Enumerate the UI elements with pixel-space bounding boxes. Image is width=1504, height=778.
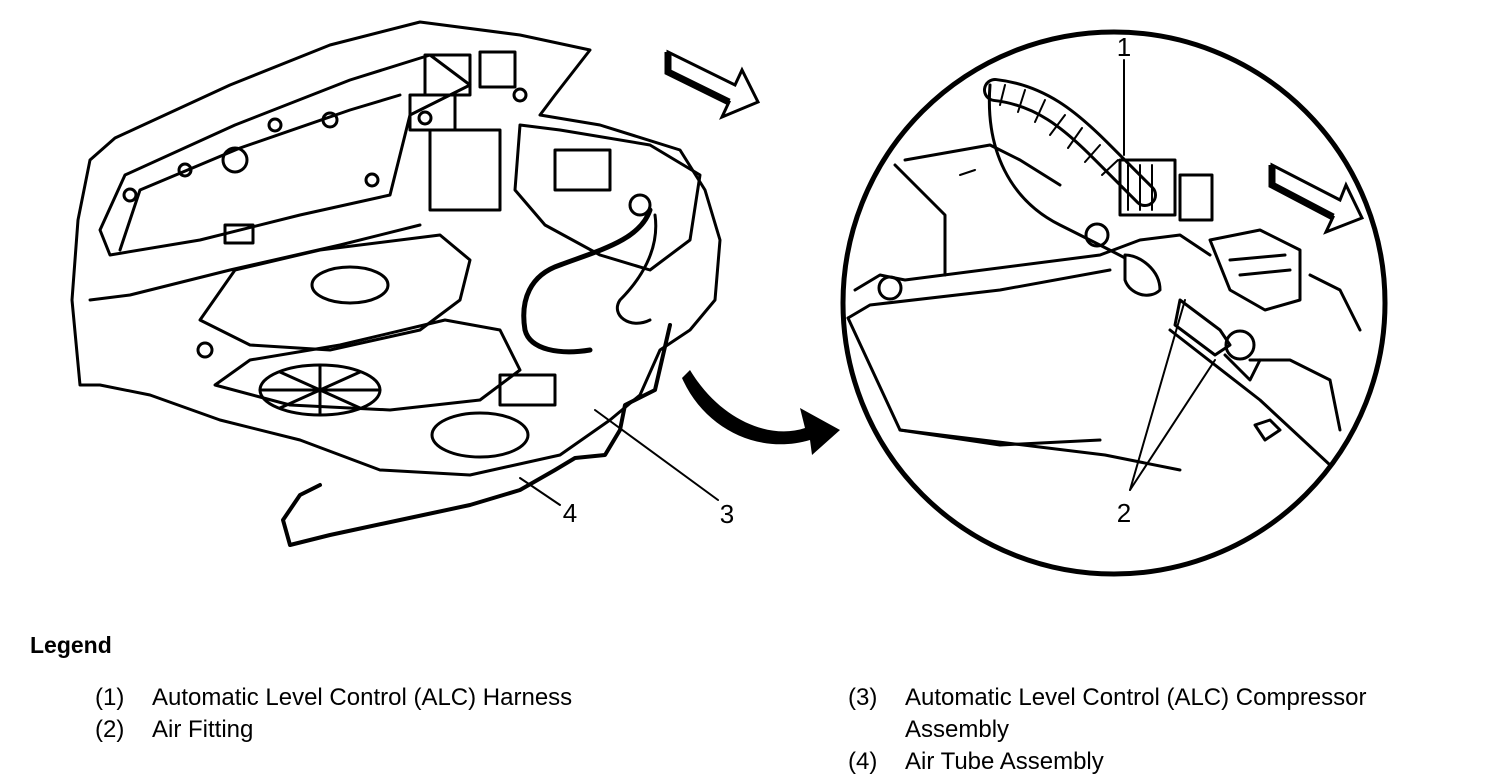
vehicle-rear-compartment-drawing — [70, 20, 722, 547]
detail-pointer-arrow-icon — [682, 370, 840, 455]
legend-column-right: (3) Automatic Level Control (ALC) Compre… — [848, 682, 1465, 778]
callout-4: 4 — [563, 498, 577, 528]
legend-item-4: (4) Air Tube Assembly — [848, 746, 1465, 778]
detail-direction-arrow-icon — [1268, 162, 1365, 235]
legend-item-number: (1) — [95, 684, 125, 711]
callout-3: 3 — [720, 499, 734, 529]
legend-item-3: (3) Automatic Level Control (ALC) Compre… — [848, 682, 1465, 746]
legend-item-number: (4) — [848, 748, 878, 775]
legend-title: Legend — [30, 632, 112, 658]
legend-column-left: (1) Automatic Level Control (ALC) Harnes… — [95, 682, 572, 746]
legend-item-text: Air Tube Assembly — [905, 748, 1104, 775]
callout-1: 1 — [1117, 32, 1131, 62]
legend-item-text: Air Fitting — [152, 716, 254, 743]
legend-item-number: (3) — [848, 684, 878, 711]
callout-2: 2 — [1117, 498, 1131, 528]
legend-item-text: Automatic Level Control (ALC) Harness — [152, 684, 573, 711]
direction-arrow-icon — [664, 49, 761, 120]
legend-item-2: (2) Air Fitting — [95, 714, 572, 746]
legend-item-text: Automatic Level Control (ALC) Compressor… — [905, 684, 1367, 743]
detail-view-circle — [840, 29, 1388, 577]
rear-compartment-illustration: 1 2 3 4 — [70, 20, 1388, 577]
legend-item-1: (1) Automatic Level Control (ALC) Harnes… — [95, 682, 572, 714]
legend-item-number: (2) — [95, 716, 125, 743]
